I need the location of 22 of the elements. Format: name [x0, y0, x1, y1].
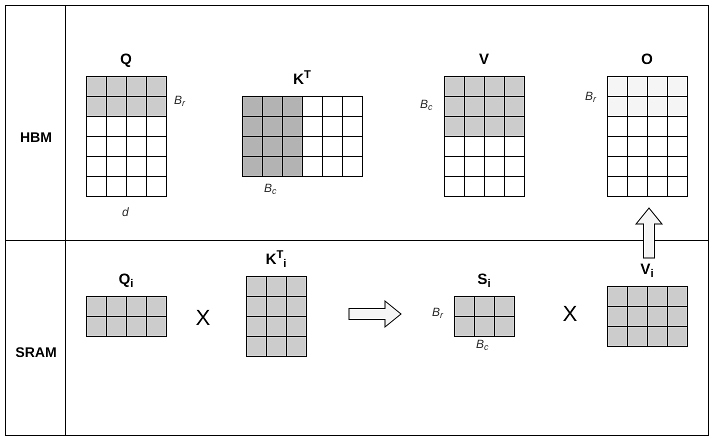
memory-row: [5, 240, 709, 436]
block-arrow: [348, 300, 402, 328]
matrix-title: O: [641, 52, 653, 67]
matrix-title: S$_{i}$: [477, 272, 491, 287]
matrix-title: Q: [120, 52, 132, 67]
row-label: SRAM: [15, 345, 57, 359]
matrix-title: V: [479, 52, 489, 67]
dimension-label: B$_{c}$: [420, 98, 433, 110]
dimension-label: B$_{c}$: [264, 182, 277, 194]
block-arrow: [634, 207, 664, 258]
matrix-title: K$^{T}$: [293, 72, 311, 87]
dimension-label: B$_{c}$: [476, 338, 489, 350]
dimension-label: d: [122, 206, 129, 218]
matrix-title: Q$_{i}$: [118, 272, 134, 287]
memory-row: [5, 5, 709, 241]
multiply-sign: X: [562, 303, 578, 325]
dimension-label: B$_{r}$: [585, 90, 596, 102]
dimension-label: B$_{r}$: [432, 306, 444, 318]
multiply-sign: X: [196, 307, 210, 329]
row-label: HBM: [20, 130, 52, 144]
matrix-title: V$_{i}$: [640, 262, 654, 277]
dimension-label: B$_{r}$: [174, 94, 186, 106]
